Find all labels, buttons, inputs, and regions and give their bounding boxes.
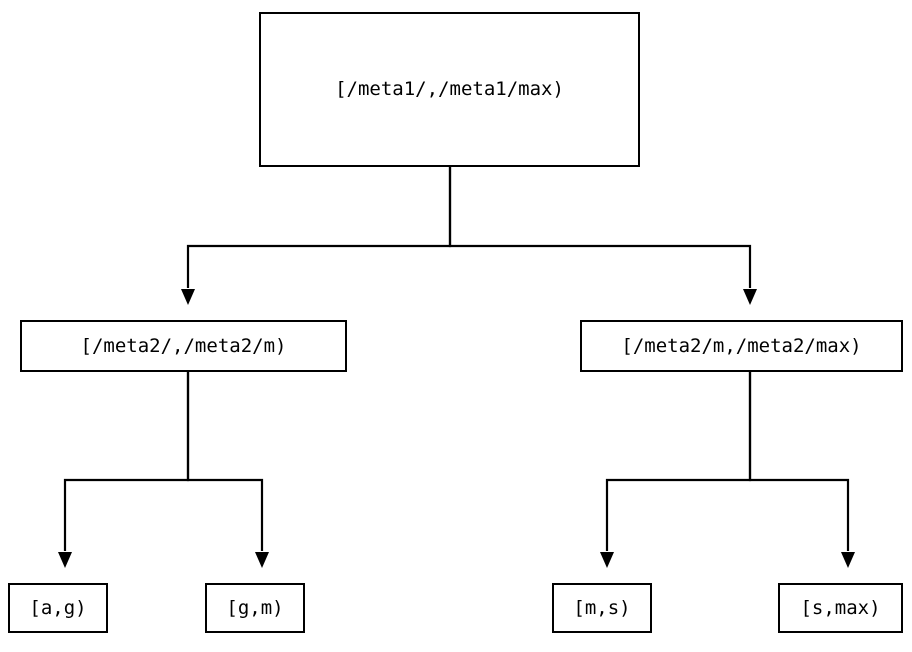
edge-root-to-meta2-high — [448, 167, 757, 305]
arrowhead-icon — [181, 289, 195, 305]
tree-node-leaf-ag[interactable]: [a,g) — [8, 583, 108, 633]
edge-meta2-low-to-leaf-ag — [58, 372, 190, 568]
tree-node-meta2-low-label: [/meta2/,/meta2/m) — [80, 334, 287, 357]
tree-node-meta2-high-label: [/meta2/m,/meta2/max) — [621, 334, 862, 357]
arrowhead-icon — [743, 289, 757, 305]
tree-node-leaf-gm[interactable]: [g,m) — [205, 583, 305, 633]
tree-node-meta2-high[interactable]: [/meta2/m,/meta2/max) — [580, 320, 903, 372]
tree-node-leaf-ms[interactable]: [m,s) — [552, 583, 652, 633]
tree-node-leaf-ag-label: [a,g) — [29, 596, 87, 619]
tree-node-meta2-low[interactable]: [/meta2/,/meta2/m) — [20, 320, 347, 372]
edge-meta2-high-to-leaf-smax — [748, 372, 855, 568]
tree-node-leaf-smax-label: [s,max) — [800, 596, 881, 619]
arrowhead-icon — [255, 552, 269, 568]
edge-meta2-high-to-leaf-ms — [600, 372, 752, 568]
arrowhead-icon — [58, 552, 72, 568]
tree-node-leaf-smax[interactable]: [s,max) — [778, 583, 903, 633]
arrowhead-icon — [841, 552, 855, 568]
tree-node-root[interactable]: [/meta1/,/meta1/max) — [259, 12, 640, 167]
edge-meta2-low-to-leaf-gm — [186, 372, 269, 568]
tree-node-root-label: [/meta1/,/meta1/max) — [335, 78, 564, 100]
edge-root-to-meta2-low — [181, 167, 452, 305]
arrowhead-icon — [600, 552, 614, 568]
tree-node-leaf-gm-label: [g,m) — [226, 596, 284, 619]
tree-node-leaf-ms-label: [m,s) — [573, 596, 631, 619]
